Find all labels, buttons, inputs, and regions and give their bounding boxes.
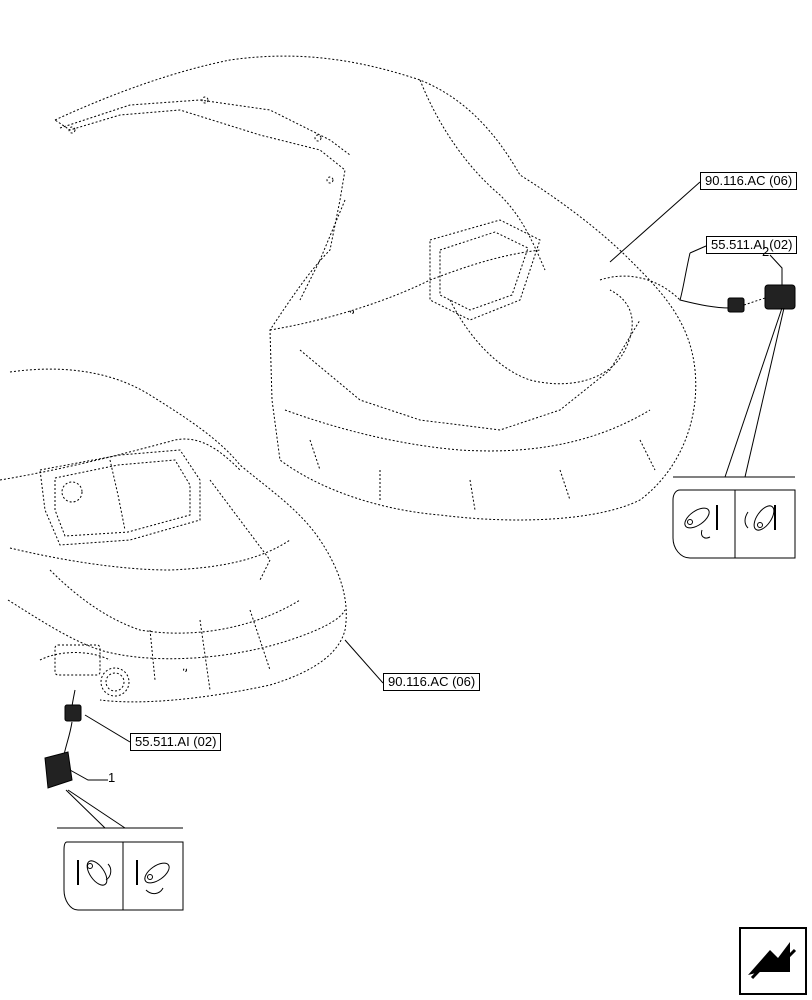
rotary-switch-ccw-icon — [77, 860, 112, 886]
next-page-arrow-icon[interactable] — [739, 927, 807, 995]
ref-cab-right-label[interactable]: 90.116.AC (06) — [700, 172, 798, 190]
ref-wire-left-label[interactable]: 55.511.AI (02) — [130, 733, 222, 751]
switch-1-assembly — [44, 689, 108, 789]
cab-roof-lower — [0, 368, 347, 703]
leader-lines — [84, 181, 707, 743]
ref-cab-left-label[interactable]: 90.116.AC (06) — [383, 673, 481, 691]
rotary-switch-ccw-icon — [684, 505, 718, 539]
switch-symbol-panel-left — [57, 789, 184, 911]
ref-wire-right-label[interactable]: 55.511.AI (02) — [706, 236, 798, 254]
cab-roof-upper — [53, 55, 697, 521]
item-2-callout: 2 — [762, 244, 770, 259]
switch-2-assembly — [679, 252, 796, 313]
switch-symbol-panel-right — [672, 307, 796, 559]
item-1-callout: 1 — [108, 770, 116, 785]
rotary-switch-cw-icon — [136, 860, 170, 895]
rotary-switch-cw-icon — [744, 505, 776, 531]
